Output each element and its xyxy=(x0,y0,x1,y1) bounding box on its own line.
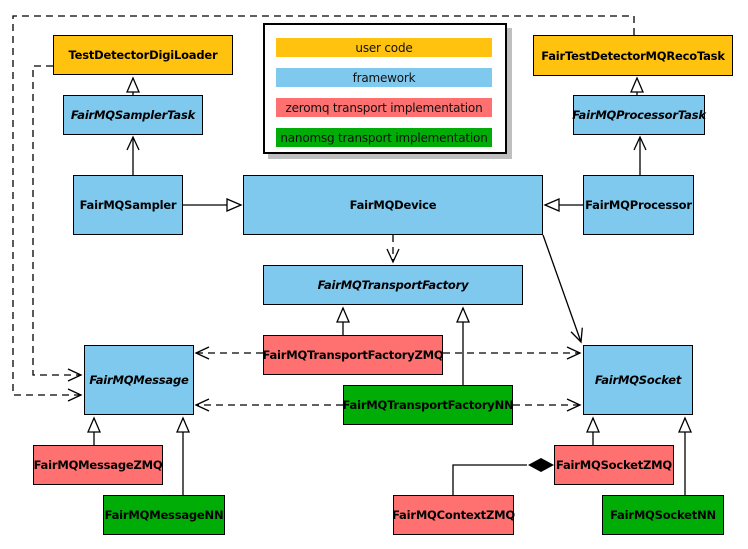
node-fairmq-socket: FairMQSocket xyxy=(583,345,693,415)
node-fair-test-detector-mq-reco-task: FairTestDetectorMQRecoTask xyxy=(533,35,733,76)
legend-item-user-code: user code xyxy=(276,38,492,57)
legend-item-zeromq: zeromq transport implementation xyxy=(276,98,492,117)
node-fairmq-message-nn: FairMQMessageNN xyxy=(103,495,225,535)
node-fairmq-transport-factory-zmq: FairMQTransportFactoryZMQ xyxy=(263,335,444,375)
composition-diamond-icon xyxy=(528,458,554,472)
node-fairmq-context-zmq: FairMQContextZMQ xyxy=(392,495,515,535)
node-fairmq-sampler: FairMQSampler xyxy=(73,175,183,235)
edge-contextzmq-composed-in-socketzmq xyxy=(452,464,527,495)
node-fairmq-message-zmq: FairMQMessageZMQ xyxy=(33,445,163,485)
node-fairmq-processor-task: FairMQProcessorTask xyxy=(572,95,706,135)
legend-item-nanomsg: nanomsg transport implementation xyxy=(276,128,492,147)
node-fairmq-device: FairMQDevice xyxy=(243,175,543,235)
legend-item-framework: framework xyxy=(276,68,492,87)
legend: user code framework zeromq transport imp… xyxy=(263,23,507,154)
node-fairmq-transport-factory: FairMQTransportFactory xyxy=(263,265,523,305)
node-fairmq-transport-factory-nn: FairMQTransportFactoryNN xyxy=(343,385,514,425)
node-fairmq-socket-nn: FairMQSocketNN xyxy=(602,495,724,535)
node-fairmq-socket-zmq: FairMQSocketZMQ xyxy=(554,445,674,485)
node-fairmq-processor: FairMQProcessor xyxy=(583,175,694,235)
edge-device-uses-socket xyxy=(542,234,583,344)
node-fairmq-message: FairMQMessage xyxy=(84,345,194,415)
node-test-detector-digi-loader: TestDetectorDigiLoader xyxy=(53,35,233,75)
node-fairmq-sampler-task: FairMQSamplerTask xyxy=(63,95,203,135)
